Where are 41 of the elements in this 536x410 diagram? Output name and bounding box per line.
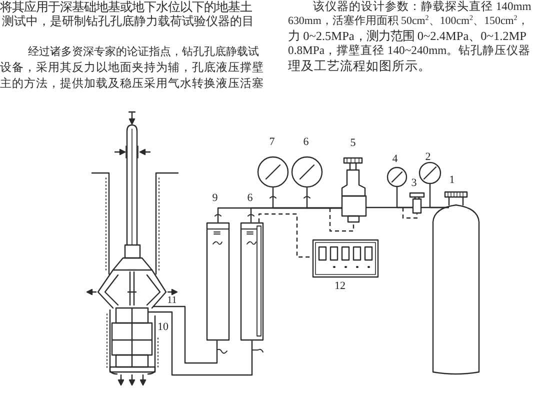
- pressure-gauge: [387, 167, 407, 187]
- callout-number: 6: [303, 136, 309, 148]
- text-line: 经过诸多资深专家的论证指点，钻孔孔底静载试: [28, 45, 259, 59]
- text-line: 630mm，活塞作用面积 50cm$^{2}$、100cm$^{2}$、150cm$^{2}$，: [288, 14, 528, 28]
- pipe: [366, 206, 413, 208]
- callout-number: 9: [212, 192, 218, 204]
- text-line: 测试中，是研制钻孔孔底静力载荷试验仪器的目: [2, 14, 254, 28]
- callout-number: 5: [350, 138, 356, 148]
- callout-number: 3: [411, 178, 417, 188]
- callout-number: 12: [334, 280, 346, 292]
- callout-number: 7: [269, 136, 275, 148]
- callout-number: 6: [247, 192, 253, 204]
- water-tank: [240, 222, 264, 341]
- pressure-gauge: [291, 156, 323, 188]
- dashed-line: [329, 208, 354, 232]
- text-line: 主的方法，提供加载及稳压采用气水转换液压活塞: [0, 77, 264, 91]
- pipe: [421, 206, 449, 208]
- valve: [409, 192, 425, 214]
- pipe: [217, 207, 342, 222]
- callout-number: 11: [167, 294, 177, 306]
- text-line: 将其应用于深基础地基或地下水位以下的地基土: [0, 0, 252, 14]
- borehole-probe: [97, 124, 167, 373]
- callout-number: 2: [425, 152, 431, 162]
- gas-cylinder: [432, 191, 480, 375]
- text-line: 理及工艺流程如图所示。: [288, 59, 431, 73]
- dashed-line: [258, 213, 312, 258]
- text-line: 该仪器的设计参数：静载探头直径 140mm: [313, 0, 532, 14]
- pressure-regulator: [341, 157, 367, 223]
- pressure-gauge: [419, 162, 441, 184]
- water-tank: [206, 222, 230, 341]
- digital-display: [312, 239, 379, 278]
- dashed-line: [402, 208, 418, 219]
- pipe: [148, 311, 253, 376]
- callout-number: 10: [158, 322, 168, 332]
- text-line: 设备，采用其反力以地面夹持为辅，孔底液压撑壁: [0, 61, 264, 75]
- text-line: 力 0~2.5MPa，测力范围 0~2.4MPa、0~1.2MP: [288, 29, 527, 43]
- callout-number: 1: [449, 174, 455, 186]
- text-line: 0.8MPa，撑壁直径 140~240mm。钻孔静压仪器: [288, 44, 531, 58]
- callout-number: 4: [392, 154, 398, 164]
- pipe: [153, 306, 218, 364]
- pressure-gauge: [257, 156, 289, 188]
